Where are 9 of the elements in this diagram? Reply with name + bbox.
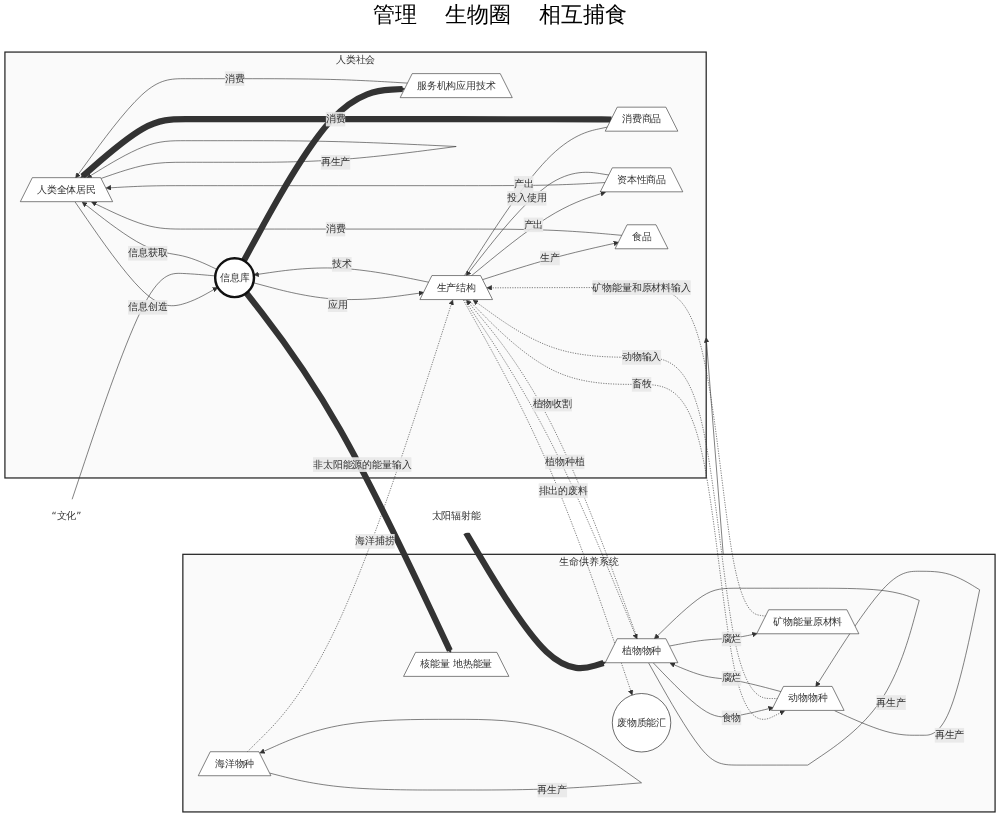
arrow: [463, 531, 607, 672]
note-label: 相互捕食: [539, 0, 627, 32]
arrow: [80, 116, 612, 179]
note-label: 管理: [373, 0, 417, 32]
arrow: [241, 85, 406, 263]
arrow: [244, 291, 453, 653]
note-label: 生物圈: [445, 0, 511, 32]
connector: [71, 273, 216, 500]
connector: [464, 126, 609, 277]
